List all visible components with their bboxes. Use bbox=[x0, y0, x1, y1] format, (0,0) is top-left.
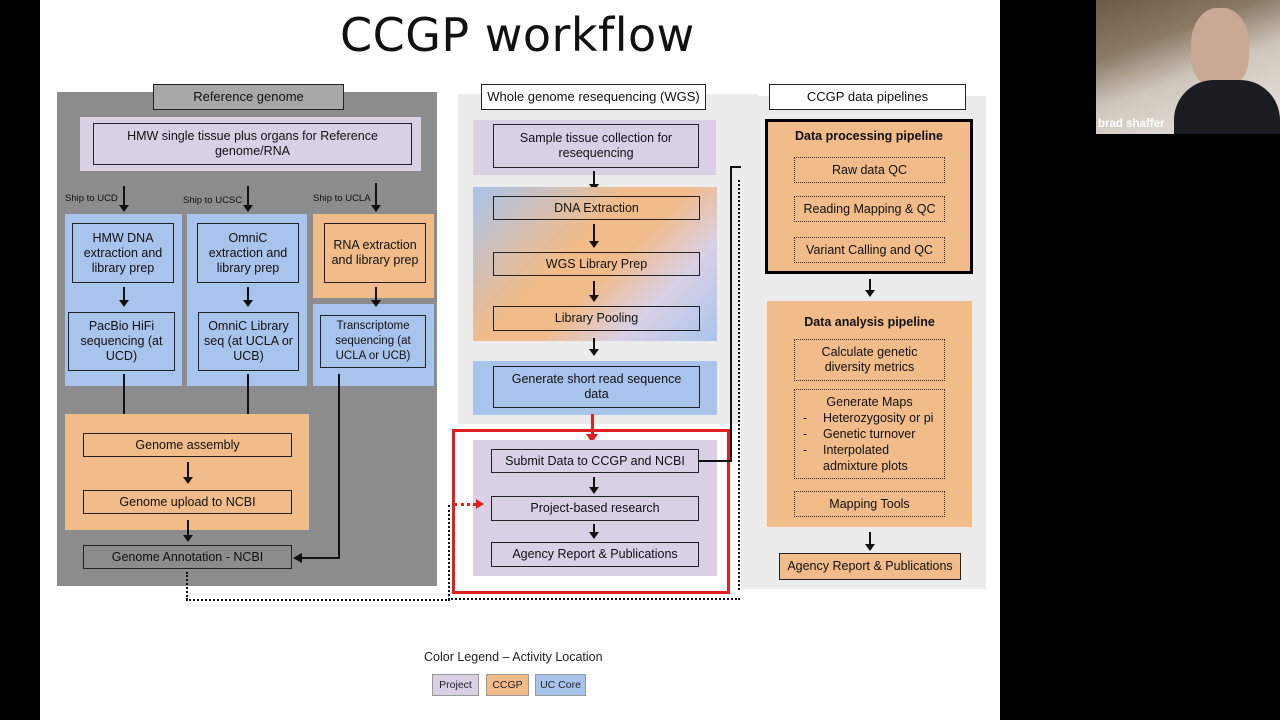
arrow bbox=[183, 520, 193, 542]
arrow bbox=[243, 287, 253, 307]
assembly-box: Genome assembly bbox=[83, 433, 292, 457]
maps-item: -Genetic turnover bbox=[803, 427, 916, 441]
arrow bbox=[243, 186, 253, 212]
mapping-qc-box: Reading Mapping & QC bbox=[794, 196, 945, 222]
raw-qc-box: Raw data QC bbox=[794, 157, 945, 183]
maps-item: -Interpolated admixture plots bbox=[803, 443, 908, 473]
agency-report-wgs-box: Agency Report & Publications bbox=[491, 542, 699, 567]
submit-data-box: Submit Data to CCGP and NCBI bbox=[491, 449, 699, 473]
rna-extract-box: RNA extraction and library prep bbox=[324, 223, 426, 283]
wgs-library-box: WGS Library Prep bbox=[493, 252, 700, 276]
upload-box: Genome upload to NCBI bbox=[83, 490, 292, 514]
arrow bbox=[589, 171, 599, 191]
wgs-header: Whole genome resequencing (WGS) bbox=[481, 84, 706, 110]
short-read-bg bbox=[473, 361, 717, 415]
library-pooling-box: Library Pooling bbox=[493, 306, 700, 331]
highlight-frame bbox=[452, 429, 730, 594]
connector-line bbox=[338, 374, 340, 558]
arrow bbox=[589, 281, 599, 302]
reference-header: Reference genome bbox=[153, 84, 344, 110]
dotted-connector bbox=[186, 572, 188, 600]
legend-title: Color Legend – Activity Location bbox=[424, 650, 603, 664]
ucla-transcriptome-bg bbox=[313, 304, 434, 386]
arrow bbox=[589, 338, 599, 356]
connector-line bbox=[699, 460, 731, 462]
maps-item: -Heterozygosity or pi bbox=[803, 411, 934, 425]
maps-title: Generate Maps bbox=[826, 395, 913, 409]
legend-uc-core: UC Core bbox=[535, 674, 586, 696]
annotation-box: Genome Annotation - NCBI bbox=[83, 545, 292, 569]
arrow bbox=[183, 462, 193, 484]
transcriptome-box: Transcriptome sequencing (at UCLA or UCB… bbox=[320, 315, 426, 368]
reference-top-box: HMW single tissue plus organs for Refere… bbox=[93, 123, 412, 165]
slide: CCGP workflow Reference genome HMW singl… bbox=[40, 0, 1000, 720]
red-dotted-arrowhead bbox=[476, 499, 484, 509]
connector-line bbox=[730, 166, 732, 462]
diversity-box: Calculate genetic diversity metrics bbox=[794, 339, 945, 381]
legend-project: Project bbox=[432, 674, 479, 696]
omnic-extract-box: OmniC extraction and library prep bbox=[197, 223, 299, 283]
arrow bbox=[865, 532, 875, 551]
dotted-connector bbox=[186, 599, 450, 601]
reference-top-bg bbox=[80, 117, 421, 171]
short-read-box: Generate short read sequence data bbox=[493, 366, 700, 408]
dna-extraction-box: DNA Extraction bbox=[493, 196, 700, 220]
analysis-title: Data analysis pipeline bbox=[804, 315, 935, 329]
variant-qc-box: Variant Calling and QC bbox=[794, 237, 945, 263]
processing-title: Data processing pipeline bbox=[795, 129, 943, 143]
mapping-tools-box: Mapping Tools bbox=[794, 491, 945, 517]
dotted-connector bbox=[738, 180, 740, 590]
speaker-body bbox=[1174, 80, 1280, 134]
arrow bbox=[589, 224, 599, 248]
arrow bbox=[243, 374, 253, 423]
agency-report-pipeline-box: Agency Report & Publications bbox=[779, 553, 961, 580]
arrow bbox=[589, 524, 599, 539]
arrow bbox=[371, 183, 381, 212]
connector-line bbox=[302, 557, 340, 559]
wgs-lab-bg bbox=[473, 187, 717, 341]
dotted-connector bbox=[448, 505, 450, 600]
connector-arrowhead bbox=[293, 553, 302, 563]
arrow bbox=[119, 374, 129, 423]
ship-ucla-label: Ship to UCLA bbox=[313, 193, 371, 204]
webcam-video[interactable]: brad shaffer bbox=[1096, 0, 1280, 134]
ucla-rna-bg bbox=[313, 214, 434, 298]
slide-title: CCGP workflow bbox=[340, 8, 695, 62]
wgs-sample-box: Sample tissue collection for resequencin… bbox=[493, 124, 699, 168]
ship-ucsc-label: Ship to UCSC bbox=[183, 195, 243, 206]
maps-box: Generate Maps -Heterozygosity or pi -Gen… bbox=[794, 389, 945, 479]
analysis-bg bbox=[767, 301, 972, 527]
wgs-output-bg bbox=[473, 440, 717, 576]
arrow bbox=[371, 287, 381, 307]
pipelines-header: CCGP data pipelines bbox=[769, 84, 966, 110]
red-arrow bbox=[591, 414, 594, 436]
wgs-sample-bg bbox=[473, 120, 716, 175]
red-arrowhead bbox=[586, 434, 598, 443]
arrow bbox=[865, 279, 875, 297]
pacbio-box: PacBio HiFi sequencing (at UCD) bbox=[68, 312, 175, 371]
omnic-lib-box: OmniC Library seq (at UCLA or UCB) bbox=[198, 312, 299, 371]
arrow bbox=[119, 186, 129, 212]
legend-ccgp: CCGP bbox=[486, 674, 529, 696]
hmw-dna-box: HMW DNA extraction and library prep bbox=[72, 223, 174, 283]
arrow bbox=[589, 477, 599, 494]
dotted-connector bbox=[448, 598, 740, 600]
project-research-box: Project-based research bbox=[491, 496, 699, 521]
ship-ucd-label: Ship to UCD bbox=[65, 193, 118, 204]
speaker-silhouette bbox=[1191, 8, 1249, 88]
webcam-name-label: brad shaffer bbox=[1098, 118, 1165, 130]
arrow bbox=[119, 287, 129, 307]
red-dotted-arrow bbox=[454, 503, 476, 506]
